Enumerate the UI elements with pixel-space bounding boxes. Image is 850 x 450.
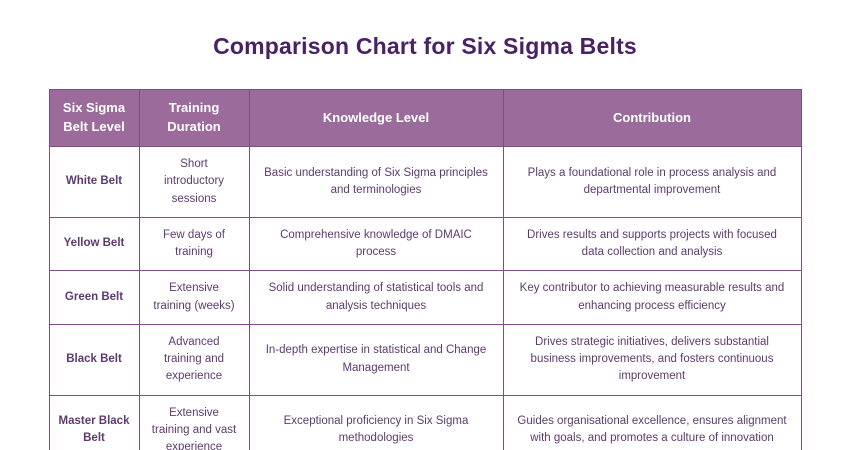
training-duration-cell: Few days of training (138, 216, 250, 272)
page: Comparison Chart for Six Sigma Belts Six… (0, 33, 850, 450)
contribution-cell: Drives results and supports projects wit… (502, 216, 802, 272)
contribution-cell: Key contributor to achieving measurable … (502, 270, 802, 325)
belt-level-cell: Yellow Belt (48, 216, 140, 272)
knowledge-level-cell: In-depth expertise in statistical and Ch… (248, 323, 504, 396)
knowledge-level-cell: Basic understanding of Six Sigma princip… (248, 146, 504, 218)
comparison-table: Six Sigma Belt Level Training Duration K… (48, 89, 802, 450)
contribution-cell: Drives strategic initiatives, delivers s… (502, 323, 802, 396)
header-knowledge-level: Knowledge Level (248, 89, 504, 147)
contribution-cell: Guides organisational excellence, ensure… (502, 394, 802, 450)
training-duration-cell: Short introductory sessions (138, 146, 250, 218)
table-header-row: Six Sigma Belt Level Training Duration K… (48, 89, 802, 147)
knowledge-level-cell: Solid understanding of statistical tools… (248, 270, 504, 325)
training-duration-cell: Extensive training and vast experience (138, 394, 250, 450)
belt-level-cell: Master Black Belt (48, 394, 140, 450)
page-title: Comparison Chart for Six Sigma Belts (213, 33, 637, 59)
belt-level-cell: Green Belt (48, 270, 140, 325)
training-duration-cell: Advanced training and experience (138, 323, 250, 396)
knowledge-level-cell: Comprehensive knowledge of DMAIC process (248, 216, 504, 272)
belt-level-cell: White Belt (48, 146, 140, 218)
contribution-cell: Plays a foundational role in process ana… (502, 146, 802, 218)
belt-level-cell: Black Belt (48, 323, 140, 396)
header-contribution: Contribution (502, 89, 802, 147)
header-belt-level: Six Sigma Belt Level (48, 89, 140, 147)
table-header: Six Sigma Belt Level Training Duration K… (48, 89, 802, 147)
header-training-duration: Training Duration (138, 89, 250, 147)
knowledge-level-cell: Exceptional proficiency in Six Sigma met… (248, 394, 504, 450)
training-duration-cell: Extensive training (weeks) (138, 270, 250, 325)
